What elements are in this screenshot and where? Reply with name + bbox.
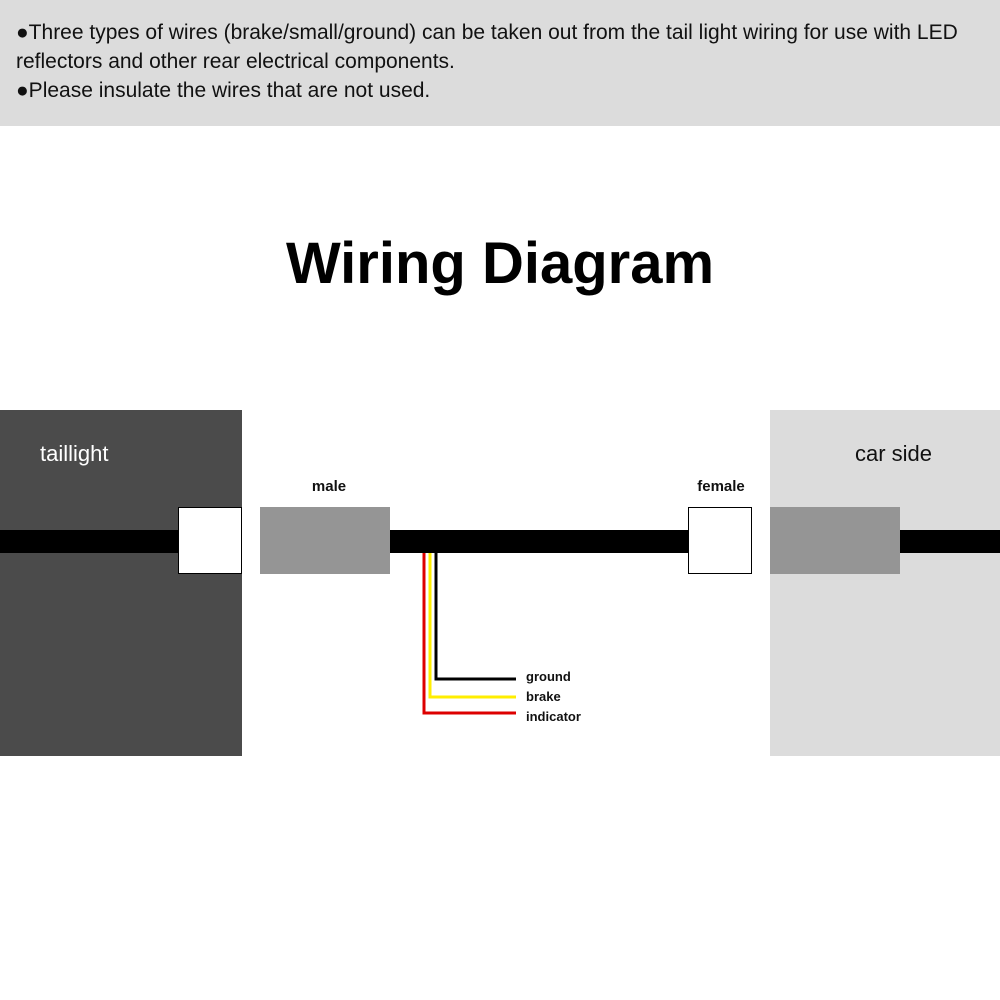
instructions-banner: ●Three types of wires (brake/small/groun…: [0, 0, 1000, 126]
female-connector: [688, 507, 752, 574]
note-line-1: ●Three types of wires (brake/small/groun…: [16, 21, 964, 73]
taillight-label: taillight: [40, 441, 109, 466]
brake-wire-label: brake: [526, 689, 561, 704]
car-side-panel: [770, 410, 1000, 756]
note-line-2: ●Please insulate the wires that are not …: [16, 79, 431, 102]
brake-wire: [428, 553, 516, 699]
male-connector-label: male: [311, 478, 347, 495]
taillight-panel: [0, 410, 242, 756]
female-connector-label: female: [697, 478, 745, 495]
diagram-title: Wiring Diagram: [285, 231, 715, 296]
harness-main-wire: [390, 530, 690, 553]
ground-wire-label: ground: [526, 669, 571, 684]
taillight-socket: [178, 507, 242, 574]
car-side-connector: [770, 507, 900, 574]
male-connector: [260, 507, 390, 574]
taillight-wire: [0, 530, 180, 553]
indicator-wire: [422, 553, 516, 715]
car-side-label: car side: [855, 441, 933, 466]
ground-wire: [434, 553, 516, 681]
indicator-wire-label: indicator: [526, 709, 581, 724]
car-side-wire: [900, 530, 1000, 553]
